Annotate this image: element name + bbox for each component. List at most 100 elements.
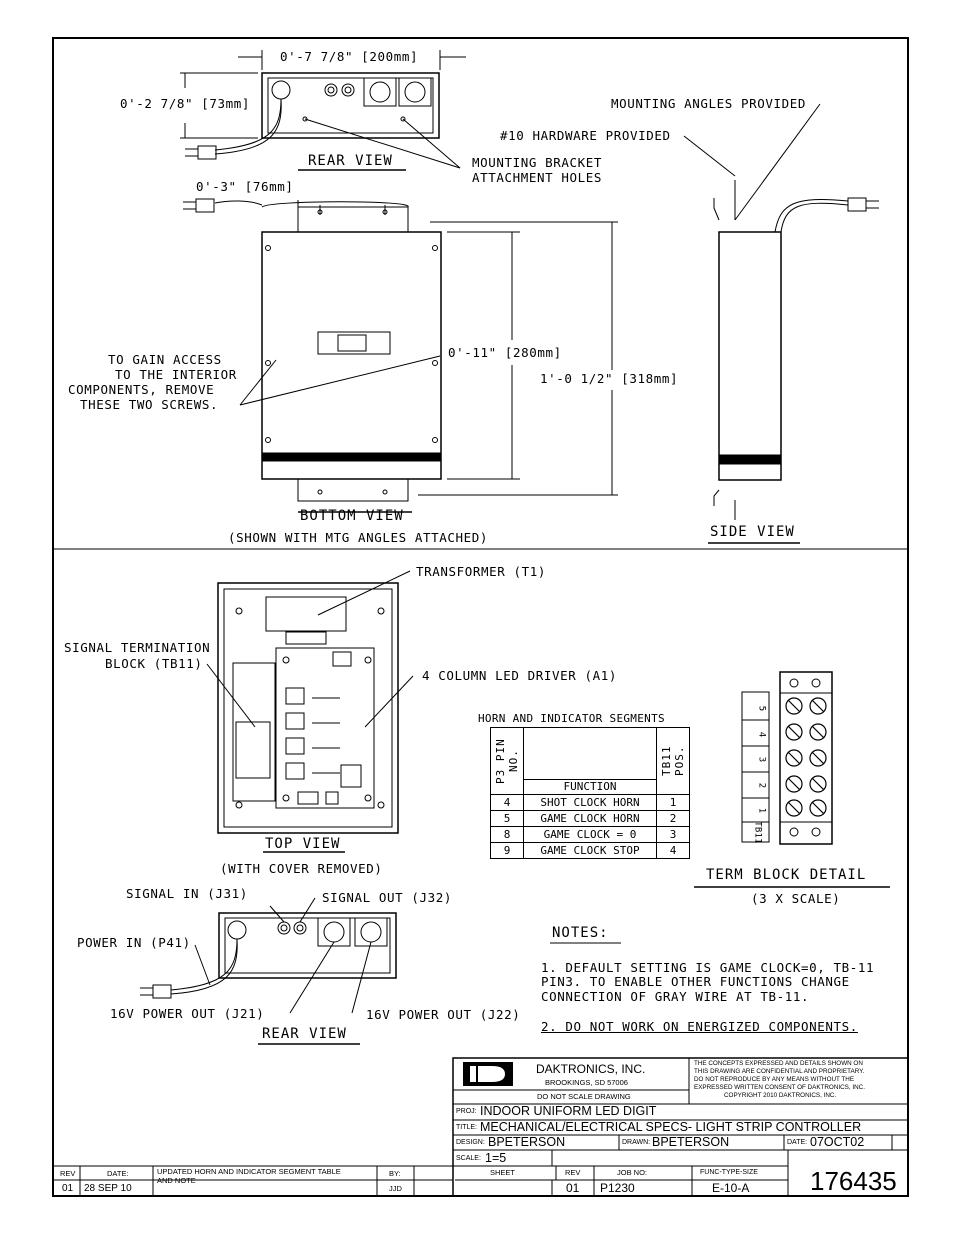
sheet-label: SHEET: [490, 1168, 516, 1177]
pin-cell: 5: [490, 810, 524, 827]
drawing-date: 07OCT02: [810, 1135, 865, 1149]
pos-cell: 2: [656, 810, 690, 827]
confidential-line-2: THIS DRAWING ARE CONFIDENTIAL AND PROPRI…: [694, 1068, 865, 1075]
side-view-label: SIDE VIEW: [710, 524, 795, 540]
rear-view-bottom-enclosure: [170, 912, 397, 995]
term-pos-1: 1: [756, 807, 767, 814]
power-plug-rear-bottom: [140, 984, 172, 999]
top-view-enclosure: [217, 582, 399, 834]
rev-block-date-label: DATE:: [107, 1169, 129, 1178]
function-cell: GAME CLOCK HORN: [523, 810, 657, 827]
table-row: 5 GAME CLOCK HORN 2: [490, 810, 690, 827]
drawing-scale: 1=5: [485, 1151, 507, 1165]
do-not-scale: DO NOT SCALE DRAWING: [537, 1092, 631, 1101]
pos-cell: 1: [656, 794, 690, 811]
table-row: 4 SHOT CLOCK HORN 1: [490, 794, 690, 811]
copyright-line: COPYRIGHT 2010 DAKTRONICS, INC.: [724, 1092, 837, 1099]
notes-title: NOTES:: [552, 925, 609, 941]
signal-termination-label-2: BLOCK (TB11): [105, 656, 203, 671]
bottom-view-label: BOTTOM VIEW: [300, 508, 404, 524]
drawn-by-name: BPETERSON: [652, 1135, 730, 1149]
segments-table: P3 PIN NO. FUNCTION TB11 POS. 4 SHOT CLO…: [490, 727, 690, 859]
header-pos-label: TB11 POS.: [660, 745, 686, 777]
confidential-line-3: DO NOT REPRODUCE BY ANY MEANS WITHOUT TH…: [694, 1076, 855, 1083]
header-pos: TB11 POS.: [656, 727, 690, 795]
proj-label: PROJ:: [456, 1108, 477, 1115]
top-view-sublabel: (WITH COVER REMOVED): [220, 861, 383, 876]
signal-in-label: SIGNAL IN (J31): [126, 886, 248, 901]
term-block-label: TERM BLOCK DETAIL: [706, 867, 867, 883]
header-pin: P3 PIN NO.: [490, 727, 524, 795]
rev-block-desc-2: AND NOTE: [157, 1176, 196, 1185]
term-block-detail: [741, 671, 833, 845]
rev-value: 01: [566, 1181, 580, 1195]
scale-label: SCALE:: [456, 1155, 481, 1162]
header-function: FUNCTION: [523, 727, 657, 795]
table-row: 8 GAME CLOCK = 0 3: [490, 826, 690, 843]
note-1-line-2: PIN3. TO ENABLE OTHER FUNCTIONS CHANGE: [541, 974, 850, 989]
function-cell: SHOT CLOCK HORN: [523, 794, 657, 811]
function-cell: GAME CLOCK STOP: [523, 842, 657, 859]
date-label: DATE:: [787, 1139, 808, 1146]
rear-height-dimension: 0'-2 7/8" [73mm]: [120, 96, 251, 111]
rev-header-label: REV: [565, 1168, 581, 1177]
access-note-line-1: TO GAIN ACCESS: [108, 352, 222, 367]
rev-block-by-label: BY:: [389, 1169, 401, 1178]
outer-height-dimension: 1'-0 1/2" [318mm]: [540, 371, 679, 386]
mounting-angles-note: MOUNTING ANGLES PROVIDED: [611, 96, 807, 111]
func-label: FUNC-TYPE-SIZE: [700, 1169, 758, 1176]
term-pos-4: 4: [756, 731, 767, 738]
mounting-bracket-note-2: ATTACHMENT HOLES: [472, 170, 603, 185]
note-1-line-3: CONNECTION OF GRAY WIRE AT TB-11.: [541, 989, 810, 1004]
rev-block-rev: 01: [62, 1183, 74, 1194]
led-driver-label: 4 COLUMN LED DRIVER (A1): [422, 668, 618, 683]
drawn-label: DRAWN:: [622, 1139, 651, 1146]
company-city: BROOKINGS, SD 57006: [545, 1078, 628, 1087]
rev-block-by: JJD: [389, 1184, 402, 1193]
term-block-tag: TB11: [752, 821, 763, 844]
drawing-title: MECHANICAL/ELECTRICAL SPECS- LIGHT STRIP…: [480, 1120, 862, 1134]
header-function-label: FUNCTION: [524, 779, 656, 794]
pos-cell: 4: [656, 842, 690, 859]
job-label: JOB NO:: [617, 1168, 648, 1177]
confidential-line-1: THE CONCEPTS EXPRESSED AND DETAILS SHOWN…: [694, 1060, 863, 1067]
pin-cell: 4: [490, 794, 524, 811]
transformer-label: TRANSFORMER (T1): [416, 564, 547, 579]
power-plug-side: [847, 197, 879, 212]
rev-block-date: 28 SEP 10: [84, 1183, 132, 1194]
term-pos-5: 5: [756, 705, 767, 712]
drawing-number: 176435: [810, 1166, 897, 1196]
segments-table-title: HORN AND INDICATOR SEGMENTS: [478, 712, 665, 725]
note-2: 2. DO NOT WORK ON ENERGIZED COMPONENTS.: [541, 1019, 858, 1034]
power-plug-bottom: [183, 198, 215, 213]
segments-table-header: P3 PIN NO. FUNCTION TB11 POS.: [490, 727, 690, 795]
header-pin-label: P3 PIN NO.: [494, 738, 520, 784]
mounting-bracket-note-1: MOUNTING BRACKET: [472, 155, 603, 170]
confidential-line-4: EXPRESSED WRITTEN CONSENT OF DAKTRONICS,…: [694, 1084, 865, 1091]
term-block-sublabel: (3 X SCALE): [751, 891, 841, 906]
rear-view-top-enclosure: [214, 72, 440, 155]
rear-width-dimension: 0'-7 7/8" [200mm]: [280, 49, 419, 64]
title-block-lines: [452, 1057, 909, 1197]
pin-cell: 8: [490, 826, 524, 843]
pin-cell: 9: [490, 842, 524, 859]
func-type-size: E-10-A: [712, 1181, 750, 1195]
design-label: DESIGN:: [456, 1139, 485, 1146]
power-out-j22-label: 16V POWER OUT (J22): [366, 1007, 521, 1022]
access-note-line-4: THESE TWO SCREWS.: [80, 397, 219, 412]
function-cell: GAME CLOCK = 0: [523, 826, 657, 843]
top-view-label: TOP VIEW: [265, 836, 341, 852]
rear-view-bottom-label: REAR VIEW: [262, 1026, 347, 1042]
pos-cell: 3: [656, 826, 690, 843]
note-1-line-1: 1. DEFAULT SETTING IS GAME CLOCK=0, TB-1…: [541, 960, 875, 975]
company-name: DAKTRONICS, INC.: [536, 1062, 646, 1076]
table-row: 9 GAME CLOCK STOP 4: [490, 842, 690, 859]
power-plug-top: [185, 145, 217, 160]
rev-block-desc-1: UPDATED HORN AND INDICATOR SEGMENT TABLE: [157, 1167, 341, 1176]
access-note-line-2: TO THE INTERIOR: [115, 367, 237, 382]
bottom-view-sublabel: (SHOWN WITH MTG ANGLES ATTACHED): [228, 530, 489, 545]
daktronics-logo: [463, 1062, 513, 1086]
title-label: TITLE:: [456, 1124, 478, 1131]
term-pos-2: 2: [756, 782, 767, 789]
